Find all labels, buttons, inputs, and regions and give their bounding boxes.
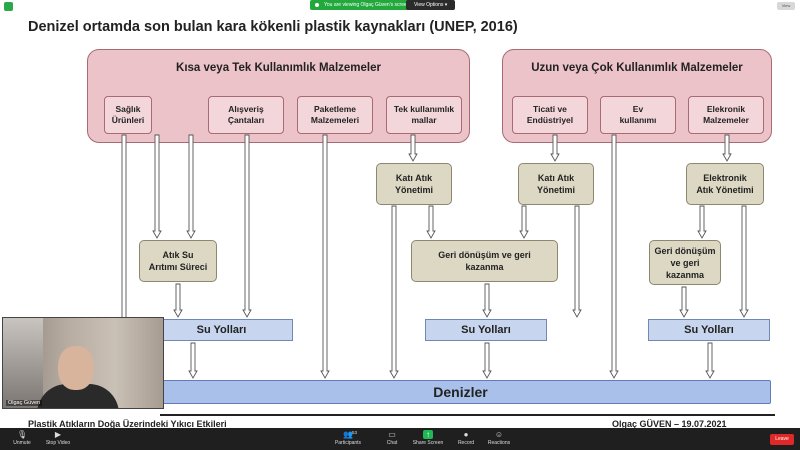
flow-arrow xyxy=(408,134,418,162)
flow-arrow xyxy=(572,205,582,318)
waterways-box: Su Yolları xyxy=(425,319,547,341)
flow-arrow xyxy=(152,134,162,239)
view-button[interactable]: View xyxy=(777,2,795,10)
bookshelf xyxy=(3,318,43,408)
group-short-title: Kısa veya Tek Kullanımlık Malzemeler xyxy=(176,62,381,74)
video-camera-icon: ▶ xyxy=(54,430,62,439)
unmute-button[interactable]: 🎙 Unmute xyxy=(13,430,31,446)
viewing-banner: You are viewing Olgaç Güven's screen xyxy=(310,0,416,10)
seas-box: Denizler xyxy=(150,380,771,404)
flow-arrow xyxy=(242,134,252,318)
meeting-toolbar: 🎙 Unmute ▶ Stop Video 👥 53 Participants … xyxy=(0,428,800,450)
flow-arrow xyxy=(320,134,330,379)
record-button[interactable]: ● Record xyxy=(457,430,475,446)
record-icon: ● xyxy=(463,430,469,439)
flow-arrow xyxy=(679,286,689,318)
group-long-title: Uzun veya Çok Kullanımlık Malzemeler xyxy=(531,62,743,74)
footer-divider xyxy=(160,414,775,416)
waterways-box: Su Yolları xyxy=(648,319,770,341)
screen-share-dot-icon xyxy=(315,3,319,7)
flow-arrow xyxy=(389,205,399,379)
flow-arrow xyxy=(426,205,436,239)
viewing-text: You are viewing Olgaç Güven's screen xyxy=(324,2,410,8)
participants-button[interactable]: 👥 53 Participants xyxy=(334,430,362,446)
flow-arrow xyxy=(722,134,732,162)
view-options-button[interactable]: View Options ▾ xyxy=(406,0,456,10)
chat-icon: ▭ xyxy=(388,430,396,439)
flow-arrow xyxy=(739,205,749,318)
leave-button[interactable]: Leave xyxy=(770,434,794,445)
presenter-head xyxy=(58,346,94,390)
share-screen-icon: ↑ xyxy=(423,430,433,439)
slide-title: Denizel ortamda son bulan kara kökenli p… xyxy=(28,19,518,35)
flow-arrow xyxy=(519,205,529,239)
flow-arrow xyxy=(186,134,196,239)
flow-arrow xyxy=(609,134,619,379)
webcam-video[interactable]: Olgaç Güven xyxy=(2,317,164,409)
reactions-icon: ☺ xyxy=(494,430,504,439)
footer-author-date: Olgaç GÜVEN – 19.07.2021 xyxy=(612,419,727,429)
shield-icon[interactable] xyxy=(4,2,13,11)
participants-count: 53 xyxy=(352,430,358,435)
participants-icon: 👥 xyxy=(343,430,353,439)
flow-arrow xyxy=(705,342,715,379)
top-bar: You are viewing Olgaç Güven's screen Vie… xyxy=(0,0,800,12)
flow-arrow xyxy=(188,342,198,379)
waterways-box: Su Yolları xyxy=(150,319,293,341)
flow-arrow xyxy=(482,283,492,318)
reactions-button[interactable]: ☺ Reactions xyxy=(487,430,511,446)
chat-button[interactable]: ▭ Chat xyxy=(386,430,398,446)
flow-arrow xyxy=(173,283,183,318)
participant-name: Olgaç Güven xyxy=(6,400,43,406)
footer-text: Plastik Atıkların Doğa Üzerindeki Yıkıcı… xyxy=(28,419,227,429)
flow-arrow xyxy=(550,134,560,162)
share-screen-button[interactable]: ↑ Share Screen xyxy=(412,430,444,446)
view-options-label: View Options xyxy=(414,2,444,8)
flow-arrow xyxy=(482,342,492,379)
stop-video-button[interactable]: ▶ Stop Video xyxy=(45,430,71,446)
flow-arrow xyxy=(697,205,707,239)
microphone-muted-icon: 🎙 xyxy=(17,430,28,439)
